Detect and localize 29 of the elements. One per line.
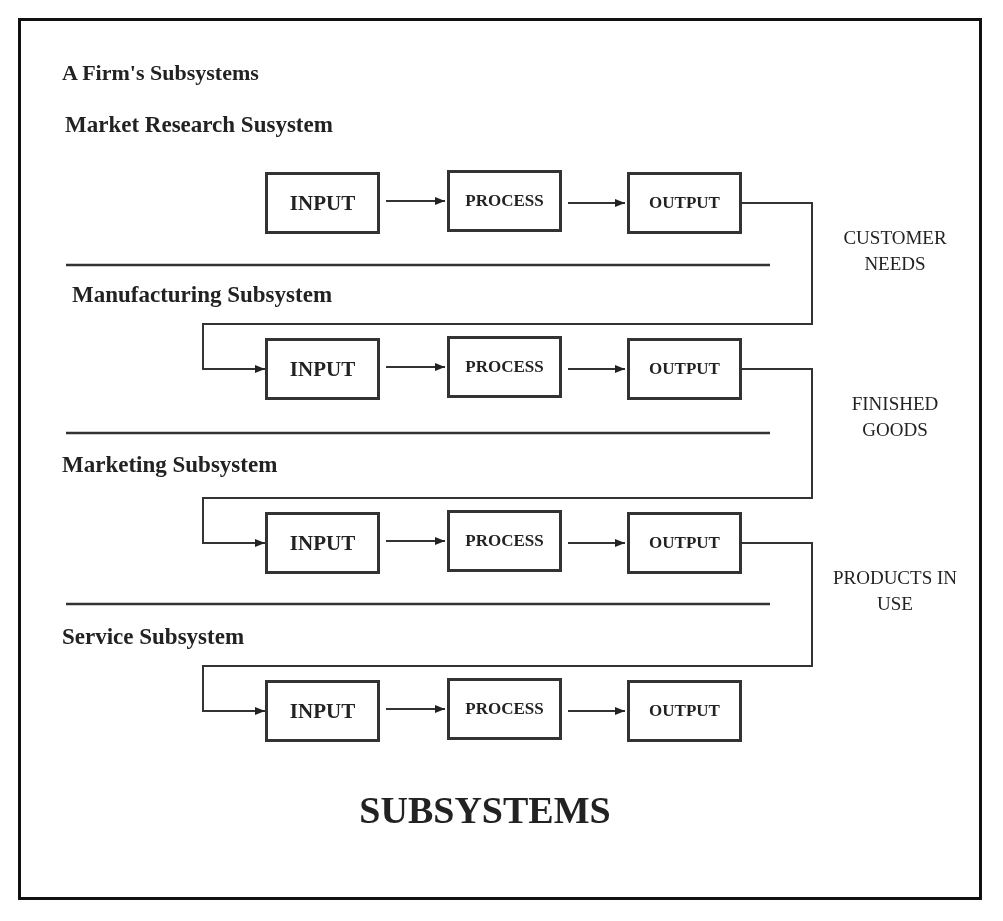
- arrow: [567, 365, 626, 373]
- section-heading: Market Research Susystem: [65, 112, 333, 138]
- arrow: [202, 368, 813, 547]
- section-heading: Marketing Subsystem: [62, 452, 278, 478]
- process-box: INPUT: [265, 338, 380, 400]
- arrow: [202, 542, 813, 715]
- process-box: INPUT: [265, 172, 380, 234]
- process-box: PROCESS: [447, 170, 562, 232]
- arrow: [567, 199, 626, 207]
- process-box: INPUT: [265, 512, 380, 574]
- process-box: OUTPUT: [627, 680, 742, 742]
- section-heading: Manufacturing Subsystem: [72, 282, 333, 308]
- process-box: OUTPUT: [627, 338, 742, 400]
- arrow: [567, 539, 626, 547]
- diagram-title: A Firm's Subsystems: [62, 60, 259, 86]
- arrow: [567, 707, 626, 715]
- process-box: PROCESS: [447, 336, 562, 398]
- process-box: OUTPUT: [627, 172, 742, 234]
- arrow: [202, 202, 813, 373]
- arrow: [385, 705, 446, 713]
- process-box: INPUT: [265, 680, 380, 742]
- arrow: [385, 363, 446, 371]
- process-box: PROCESS: [447, 678, 562, 740]
- arrow: [385, 537, 446, 545]
- diagram-caption: SUBSYSTEMS: [358, 788, 612, 832]
- arrow: [385, 197, 446, 205]
- section-heading: Service Subsystem: [62, 624, 245, 650]
- process-box: PROCESS: [447, 510, 562, 572]
- process-box: OUTPUT: [627, 512, 742, 574]
